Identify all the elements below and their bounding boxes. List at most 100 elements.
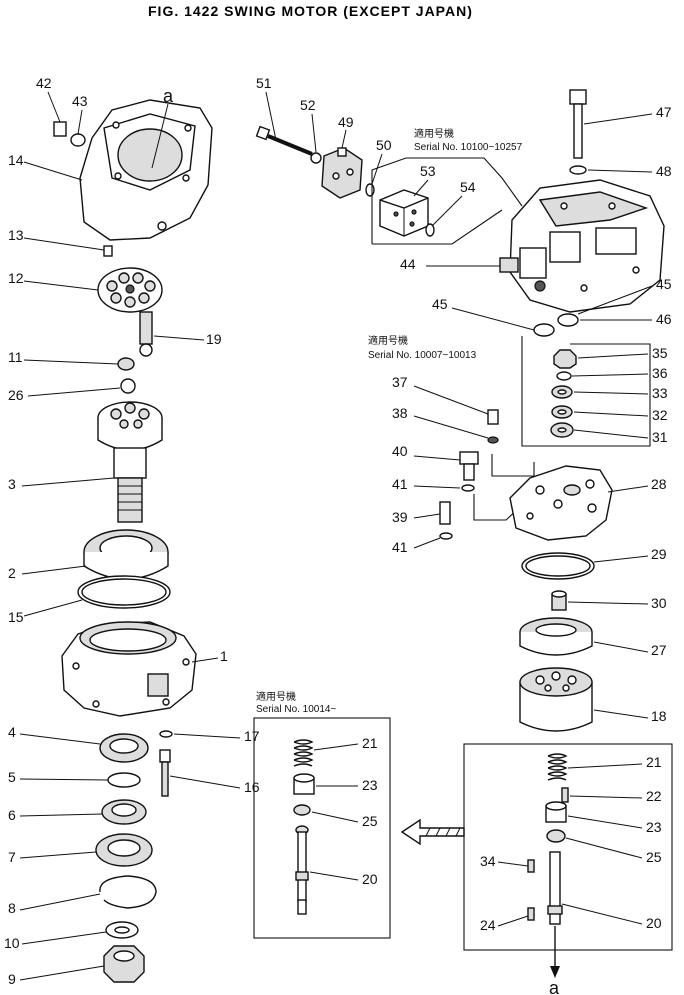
- part-1-motor-housing: [61, 621, 197, 717]
- serial-frame-d: [463, 743, 673, 951]
- part-23-collar-c: [293, 773, 315, 795]
- callout-35: 35: [652, 345, 668, 361]
- callout-40: 40: [392, 443, 408, 459]
- part-18-cylinder-block: [519, 667, 593, 732]
- part-54-o-ring: [425, 223, 435, 237]
- callout-11: 11: [8, 349, 23, 365]
- part-16-bolt: [159, 749, 171, 797]
- part-19-piston: [139, 311, 153, 357]
- part-9-nut: [103, 945, 145, 983]
- serial-frame-c: [253, 717, 391, 939]
- part-29-o-ring: [521, 552, 595, 580]
- part-21-spring-c: [293, 739, 314, 767]
- callout-5: 5: [8, 769, 16, 785]
- part-45-o-ring-left: [533, 323, 555, 337]
- part-7-roller-bearing: [95, 833, 153, 867]
- part-21-spring-d: [547, 753, 568, 781]
- part-20-spool-c: [295, 825, 309, 915]
- part-52-washer: [310, 152, 322, 164]
- callout-6: 6: [8, 807, 16, 823]
- part-25-ring-d: [546, 829, 566, 843]
- callout-12: 12: [8, 270, 24, 286]
- callout-34: 34: [480, 853, 496, 869]
- callout-1: 1: [220, 648, 228, 664]
- callout-8: 8: [8, 900, 16, 916]
- part-30-bushing: [551, 590, 567, 611]
- part-20-spool-d: [547, 851, 563, 925]
- callout-24: 24: [480, 917, 496, 933]
- callout-9: 9: [8, 971, 16, 987]
- callout-51: 51: [256, 75, 272, 91]
- part-33-washer: [551, 385, 573, 399]
- serial-note-c-serial: Serial No. 10014~: [256, 704, 336, 715]
- callout-20-c: 20: [362, 871, 378, 887]
- callout-47: 47: [656, 104, 672, 120]
- callout-a-top: a: [163, 86, 174, 106]
- bolt-frame: [491, 454, 535, 477]
- callout-4: 4: [8, 724, 16, 740]
- part-27-valve-plate: [519, 617, 593, 656]
- callout-46: 46: [656, 311, 672, 327]
- serial-note-c-label: 適用号機: [256, 690, 296, 703]
- callout-23-d: 23: [646, 819, 662, 835]
- callout-30: 30: [651, 595, 667, 611]
- callout-33: 33: [652, 385, 668, 401]
- figure-title: FIG. 1422 SWING MOTOR (EXCEPT JAPAN): [148, 3, 473, 19]
- part-17-washer: [159, 730, 173, 738]
- callout-7: 7: [8, 849, 16, 865]
- part-48-washer: [569, 165, 587, 175]
- part-49-valve-block: [321, 147, 363, 199]
- part-32-seal: [551, 405, 573, 419]
- part-28-valve-cover: [509, 465, 613, 541]
- part-36-washer: [556, 371, 572, 381]
- part-44-motor-valve-body: [499, 179, 665, 313]
- part-14-cover-housing: [79, 99, 213, 241]
- callout-20-d: 20: [646, 915, 662, 931]
- part-38-washer: [487, 436, 499, 444]
- part-5-ring: [107, 772, 141, 788]
- callout-14: 14: [8, 152, 24, 168]
- part-10-lock-washer: [105, 921, 139, 939]
- callout-53: 53: [420, 163, 436, 179]
- callout-2: 2: [8, 565, 16, 581]
- callout-52: 52: [300, 97, 316, 113]
- callout-21-c: 21: [362, 735, 378, 751]
- callout-45-right: 45: [656, 276, 672, 292]
- callout-37: 37: [392, 374, 408, 390]
- callout-25-d: 25: [646, 849, 662, 865]
- part-2-bearing: [83, 529, 169, 580]
- part-35-nut: [553, 349, 577, 369]
- part-50-o-ring: [365, 183, 375, 197]
- callout-18: 18: [651, 708, 667, 724]
- callout-48: 48: [656, 163, 672, 179]
- callout-38: 38: [392, 405, 408, 421]
- serial-frame-b: [521, 336, 651, 447]
- part-24-pin: [527, 907, 535, 921]
- arrow-down-icon: [550, 926, 560, 978]
- part-4-oil-seal: [99, 733, 149, 763]
- part-41-washer-bottom: [439, 532, 453, 540]
- callout-26: 26: [8, 387, 24, 403]
- callout-21-d: 21: [646, 754, 662, 770]
- arrow-left-icon: [400, 818, 465, 846]
- callout-44: 44: [400, 256, 416, 272]
- callout-17: 17: [244, 728, 260, 744]
- part-22-pin: [561, 787, 569, 803]
- part-53-cover-block: [379, 189, 429, 237]
- serial-note-a-label: 適用号機: [414, 127, 454, 140]
- part-37-bolt: [487, 409, 499, 425]
- callout-41-bottom: 41: [392, 539, 408, 555]
- callout-28: 28: [651, 476, 667, 492]
- callout-a-bottom: a: [549, 978, 560, 995]
- callout-13: 13: [8, 227, 24, 243]
- part-8-snap-ring: [99, 875, 157, 909]
- part-13-bolt: [103, 245, 113, 257]
- part-42-plug: [53, 121, 67, 137]
- callout-3: 3: [8, 476, 16, 492]
- part-25-ring-c: [293, 804, 311, 816]
- part-6-bearing: [101, 799, 147, 825]
- part-39-bolt: [439, 501, 451, 525]
- part-11-collar: [117, 357, 135, 371]
- callout-41-top: 41: [392, 476, 408, 492]
